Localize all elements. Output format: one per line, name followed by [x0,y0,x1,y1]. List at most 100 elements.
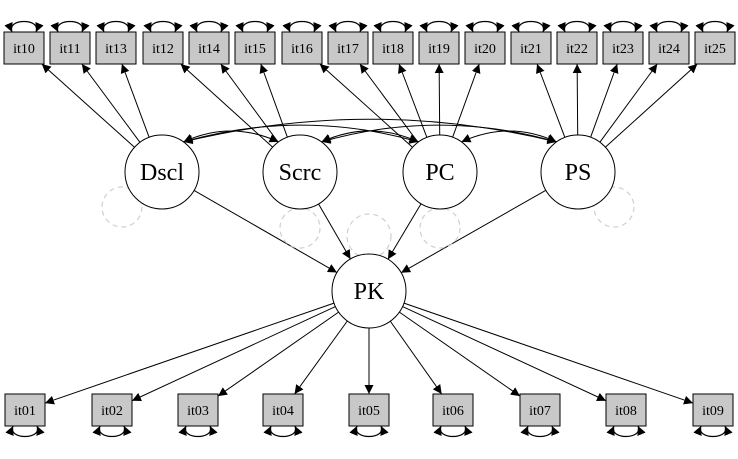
item-label: it03 [187,404,209,419]
variance-loop-it14 [189,21,229,33]
item-node-it14: it14 [188,21,230,65]
item-node-it20: it20 [464,21,506,65]
item-label: it01 [14,404,36,419]
variance-loop-it21 [511,21,551,33]
loading-arrow-Dscl-it13 [120,63,150,138]
edges-layer [41,63,698,405]
item-box [234,31,276,65]
latent-circle [262,134,338,210]
variance-loop-it13 [96,21,136,33]
loading-arrow-PS-it24 [599,63,658,143]
item-node-it05: it05 [348,393,390,437]
item-label: it16 [291,42,313,57]
loading-arrow-Scrc-it14 [220,63,279,143]
item-node-it02: it02 [91,393,133,437]
item-label: it09 [702,404,724,419]
item-box [602,31,644,65]
item-box [327,31,369,65]
loading-arrow-Scrc-it12 [180,63,273,148]
latent-circle [124,134,200,210]
latent-node-PC: PC [402,134,478,210]
item-node-it06: it06 [432,393,474,437]
variance-loop-it24 [649,21,689,33]
item-box [91,393,133,427]
item-box [188,31,230,65]
item-label: it04 [272,404,294,419]
latent-label: PK [354,279,385,305]
covariance-arrow-PC-PS [461,130,557,143]
item-box [648,31,690,65]
loading-arrow-Dscl-it11 [81,63,141,143]
item-node-it15: it15 [234,21,276,65]
item-label: it20 [474,42,496,57]
variance-loop-it11 [50,21,90,33]
latent-label: Dscl [140,160,184,186]
item-label: it19 [428,42,450,57]
item-node-it09: it09 [692,393,734,437]
item-node-it17: it17 [327,21,369,65]
item-label: it12 [152,42,174,57]
residual-variance-loop-Scrc [279,207,321,249]
residual-variance-loop-Dscl [101,186,143,228]
item-label: it17 [337,42,359,57]
latent-circle [540,134,616,210]
item-label: it06 [442,404,464,419]
item-node-it12: it12 [142,21,184,65]
item-label: it13 [105,42,127,57]
loading-arrow-PS-it22 [572,63,582,136]
item-box [605,393,647,427]
variance-loop-it09 [693,425,733,437]
item-node-it03: it03 [177,393,219,437]
item-node-it25: it25 [694,21,736,65]
variance-loop-it08 [606,425,646,437]
variance-loop-it15 [235,21,275,33]
variance-loop-it10 [4,21,44,33]
loading-arrow-PK-it07 [399,311,521,397]
item-box [692,393,734,427]
latent-node-PK: PK [331,253,407,329]
item-box [372,31,414,65]
variance-loop-it05 [349,425,389,437]
loading-arrow-Dscl-it10 [41,63,135,148]
item-box [95,31,137,65]
item-box [142,31,184,65]
loading-arrow-PS-it25 [605,63,698,148]
loading-arrow-PK-it02 [131,306,336,402]
residual-variance-loop-PS [593,186,635,228]
item-label: it15 [244,42,266,57]
variance-loop-it16 [282,21,322,33]
item-label: it22 [566,42,588,57]
variance-loop-it17 [328,21,368,33]
item-box [510,31,552,65]
latent-label: PS [565,160,592,186]
item-box [3,31,45,65]
item-label: it24 [658,42,680,57]
latent-circle [402,134,478,210]
loading-arrow-PC-it19 [434,63,444,136]
loading-arrow-PS-it21 [536,63,566,138]
latent-circle [331,253,407,329]
item-box [348,393,390,427]
item-node-it19: it19 [418,21,460,65]
item-box [418,31,460,65]
variance-loop-it02 [92,425,132,437]
loading-arrow-PK-it03 [217,311,339,397]
variance-loop-it25 [695,21,735,33]
loading-arrow-PS-it23 [590,63,619,138]
item-node-it08: it08 [605,393,647,437]
item-label: it10 [13,42,35,57]
item-node-it11: it11 [49,21,91,65]
loading-arrow-PK-it01 [44,302,335,405]
regression-arrow-PC-PK [387,203,422,260]
item-node-it23: it23 [602,21,644,65]
item-node-it16: it16 [281,21,323,65]
variance-loop-it01 [5,425,45,437]
item-node-it10: it10 [3,21,45,65]
item-node-it04: it04 [262,393,304,437]
item-node-it07: it07 [519,393,561,437]
loading-arrow-PK-it06 [389,320,443,395]
latent-node-Scrc: Scrc [262,134,338,210]
variance-loop-it20 [465,21,505,33]
